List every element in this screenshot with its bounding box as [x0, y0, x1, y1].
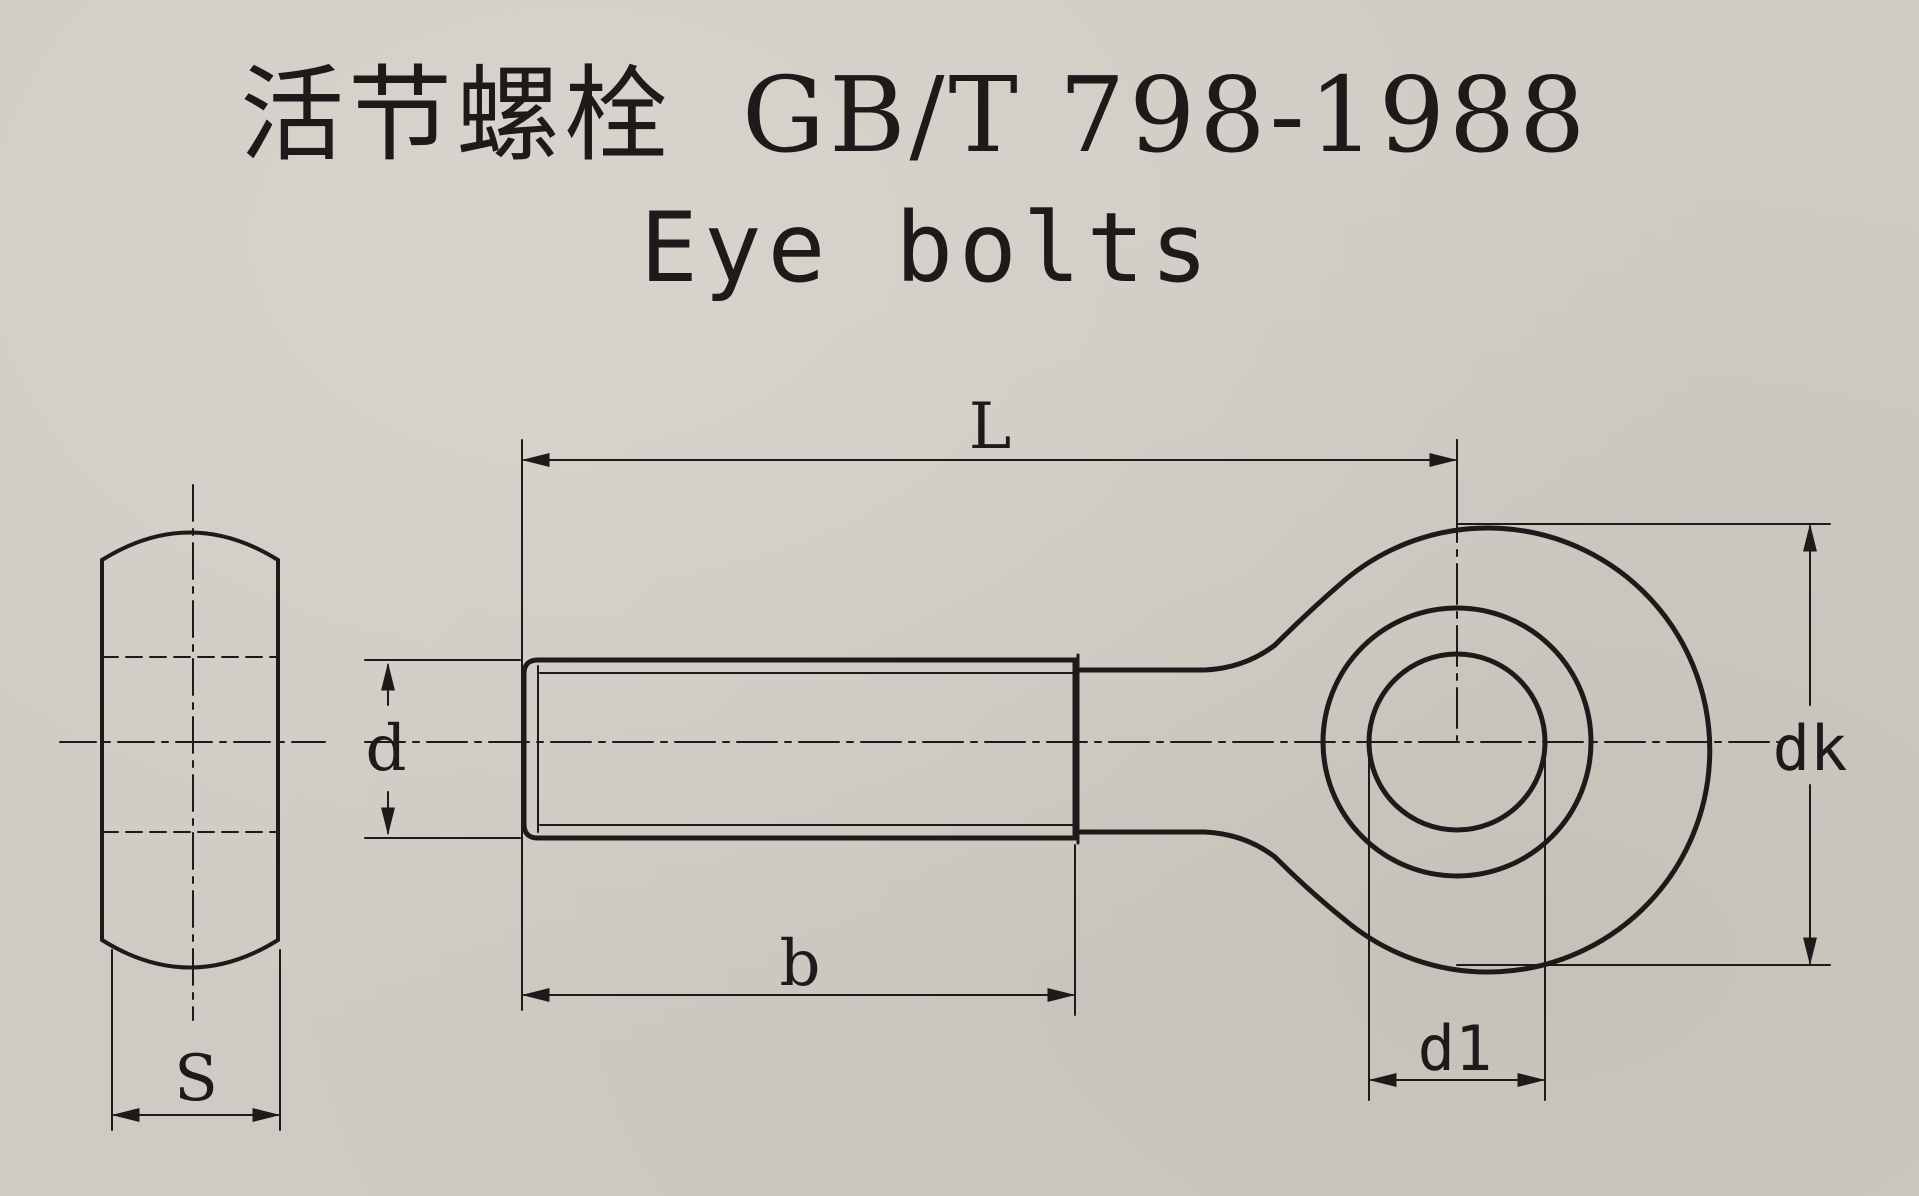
- title-chinese: 活节螺栓: [240, 54, 673, 176]
- eye-neck: [1077, 577, 1348, 673]
- label-d1: d1: [1418, 1012, 1493, 1085]
- eye-head-outer: [1342, 525, 1713, 975]
- label-dk: dk: [1773, 712, 1848, 785]
- side-view-outline: [100, 530, 280, 970]
- side-view: [59, 484, 326, 1131]
- title-line: 活节螺栓 GB/T 798-1988: [240, 30, 1589, 181]
- label-d: d: [366, 712, 407, 786]
- eye-head-ring: [1320, 605, 1594, 879]
- label-s: S: [174, 1042, 218, 1116]
- label-l: L: [969, 390, 1012, 464]
- title-standard: GB/T 798-1988: [742, 54, 1590, 176]
- threaded-shank: [521, 657, 1078, 841]
- label-b: b: [780, 927, 821, 1001]
- subtitle: Eye bolts: [640, 192, 1215, 304]
- front-view: [364, 439, 1831, 1101]
